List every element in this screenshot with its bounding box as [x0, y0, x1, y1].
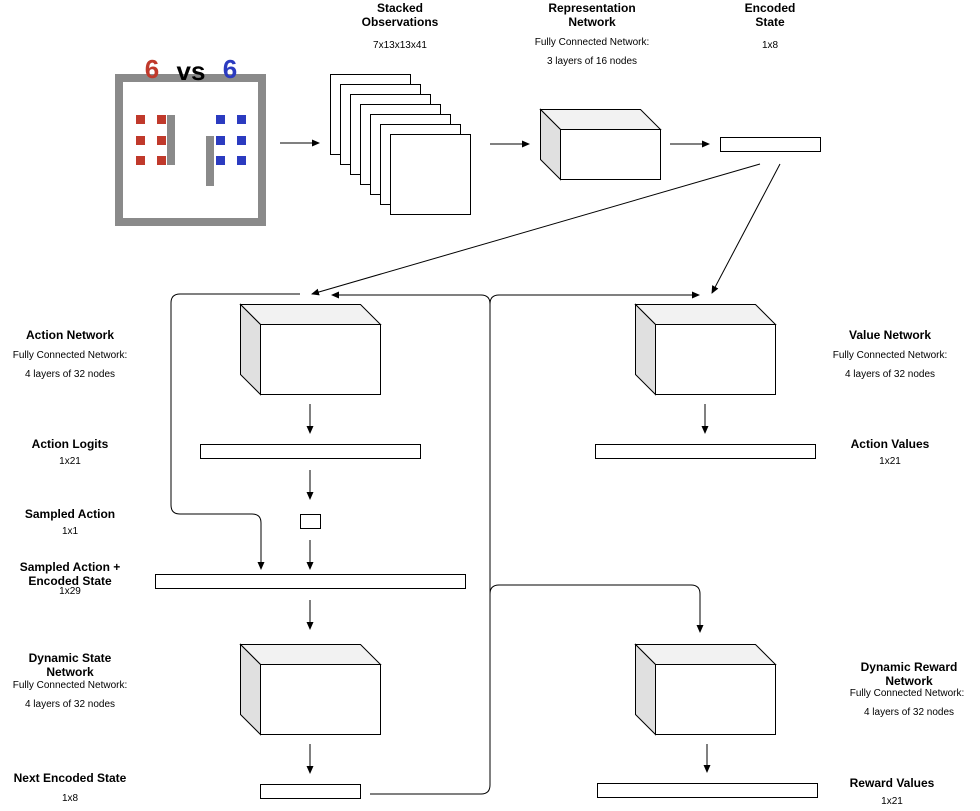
dynamic-reward-network-desc2: 4 layers of 32 nodes — [863, 707, 955, 718]
action-values-title: Action Values — [850, 437, 930, 451]
action-logits-dims: 1x21 — [59, 456, 81, 467]
encoded-state-vector — [720, 137, 821, 152]
action-values-vector — [595, 444, 816, 459]
connector-concat-to-reward-network — [489, 584, 704, 633]
action-network-cube — [239, 303, 382, 396]
next-encoded-state-dims: 1x8 — [61, 793, 79, 804]
action-logits-title: Action Logits — [31, 437, 109, 451]
action-network-title: Action Network — [25, 328, 114, 342]
connector-next-state-loop-to-action — [331, 291, 491, 795]
frame-7 — [390, 134, 471, 215]
connector-encoded-to-concat — [170, 293, 300, 570]
encoded-state-dims: 1x8 — [761, 40, 779, 51]
action-network-desc1: Fully Connected Network: — [12, 350, 128, 361]
reward-values-dims: 1x21 — [881, 796, 903, 807]
arrow-encoded-to-action-network — [311, 163, 761, 296]
right-team-count: 6 — [223, 54, 237, 84]
vs-label: vs — [177, 56, 206, 86]
game-observation-image: 6 vs 6 — [115, 54, 266, 226]
value-network-cube — [634, 303, 777, 396]
sampled-action-encoded-vector — [155, 574, 466, 589]
dynamic-reward-network-desc1: Fully Connected Network: — [849, 688, 965, 699]
dynamic-state-network-desc1: Fully Connected Network: — [12, 680, 128, 691]
stacked-observation-frames — [330, 74, 471, 215]
dynamic-state-network-desc2: 4 layers of 32 nodes — [24, 699, 116, 710]
dynamic-reward-network-cube — [634, 643, 777, 736]
reward-values-vector — [597, 783, 818, 798]
representation-network-cube — [539, 108, 662, 181]
sampled-action-vector — [300, 514, 321, 529]
obstacle-right — [206, 136, 214, 186]
next-encoded-state-title: Next Encoded State — [13, 771, 127, 785]
sampled-action-title: Sampled Action — [24, 507, 116, 521]
sampled-action-dims: 1x1 — [61, 526, 79, 537]
representation-network-desc1: Fully Connected Network: — [534, 37, 650, 48]
sampled-action-encoded-dims: 1x29 — [59, 586, 81, 597]
value-network-title: Value Network — [848, 328, 932, 342]
stacked-observations-dims: 7x13x13x41 — [373, 40, 427, 51]
representation-network-desc2: 3 layers of 16 nodes — [546, 56, 638, 67]
action-values-dims: 1x21 — [879, 456, 901, 467]
dynamic-state-network-cube — [239, 643, 382, 736]
value-network-desc2: 4 layers of 32 nodes — [844, 369, 936, 380]
connector-next-state-loop-to-value — [489, 291, 700, 305]
next-encoded-state-vector — [260, 784, 361, 799]
sampled-action-encoded-title: Sampled Action +Encoded State — [19, 560, 121, 588]
action-network-desc2: 4 layers of 32 nodes — [24, 369, 116, 380]
reward-values-title: Reward Values — [849, 776, 935, 790]
obstacle-left — [167, 115, 175, 165]
action-logits-vector — [200, 444, 421, 459]
arrow-encoded-to-value-network — [711, 163, 781, 294]
game-board-floor — [123, 82, 258, 218]
red-team-units — [136, 115, 166, 165]
blue-team-units — [216, 115, 246, 165]
value-network-desc1: Fully Connected Network: — [832, 350, 948, 361]
left-team-count: 6 — [145, 54, 159, 84]
